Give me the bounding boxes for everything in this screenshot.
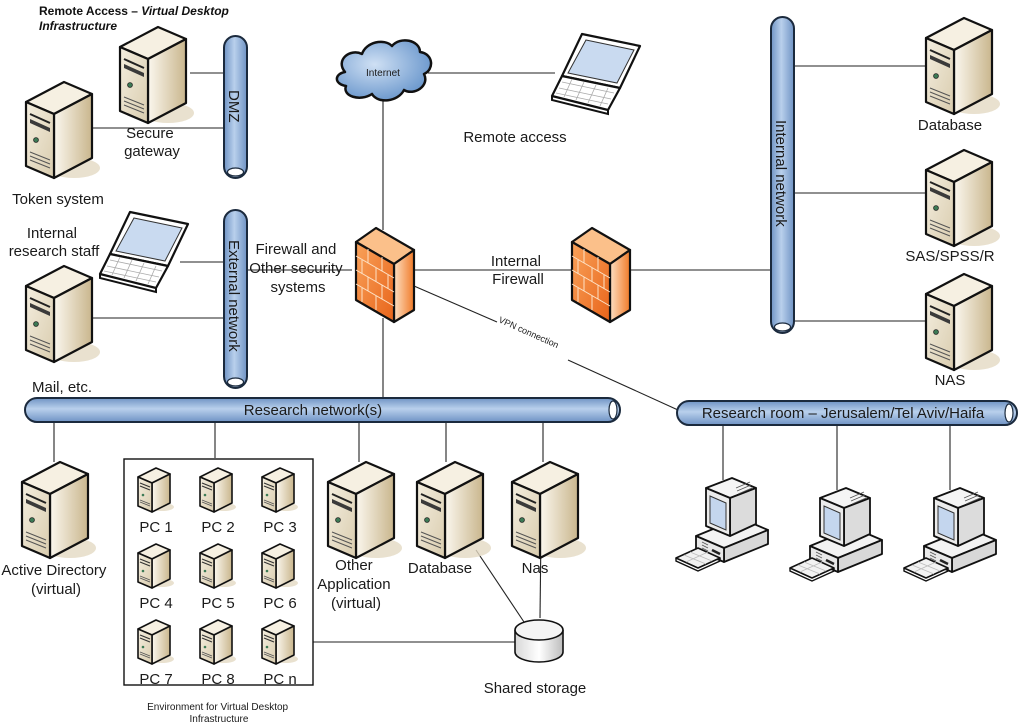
- vdi-pc-label: PC 3: [263, 519, 296, 536]
- internal-staff-line-1: Internal: [27, 225, 77, 242]
- research-room-pipe: Research room – Jerusalem/Tel Aviv/Haifa: [676, 400, 1018, 426]
- vdi-pc-label: PC 2: [201, 519, 234, 536]
- vdi-pc-icon: [137, 619, 175, 665]
- secure-gateway-line-1: Secure: [126, 125, 174, 142]
- title-part-2: Virtual Desktop: [141, 4, 229, 18]
- title-part-3: Infrastructure: [39, 19, 117, 33]
- other-application-label: Other Application (virtual): [317, 557, 395, 612]
- vdi-pc-label: PC 4: [139, 595, 172, 612]
- other-application-line-3: (virtual): [331, 595, 381, 612]
- internal-firewall-label: Internal Firewall: [491, 253, 545, 288]
- vdi-pc-grid: PC 1 PC 2 PC 3 PC 4 PC 5 PC 6 PC 7 PC 8 PC n: [137, 467, 299, 688]
- token-system-server-icon: [24, 80, 102, 180]
- mail-server-icon: [24, 264, 102, 364]
- external-network-pipe: External network: [223, 209, 248, 389]
- internal-staff-label: Internal research staff: [9, 225, 100, 260]
- link-vpn-b: [567, 359, 679, 411]
- token-system-label: Token system: [12, 191, 104, 208]
- vdi-pc-label: PC 8: [201, 671, 234, 688]
- firewall-main-label: Firewall and Other security systems: [249, 241, 347, 296]
- vdi-caption-line-1: Environment for Virtual Desktop: [147, 702, 288, 713]
- secure-gateway-label: Secure gateway: [124, 125, 180, 160]
- internal-network-label: Internal network: [772, 120, 789, 227]
- internal-network-pipe: Internal network: [770, 16, 795, 334]
- research-network-pipe: Research network(s): [24, 397, 621, 423]
- cloud-icon: [335, 39, 433, 102]
- research-network-label: Research network(s): [244, 402, 382, 419]
- research-database-server-icon: [415, 460, 493, 560]
- vdi-pc-icon: [199, 467, 237, 513]
- shared-storage-label: Shared storage: [484, 680, 587, 697]
- link-database-storage: [475, 549, 525, 623]
- dmz-label: DMZ: [225, 90, 242, 123]
- vdi-pc-icon: [199, 619, 237, 665]
- research-database-label: Database: [408, 560, 472, 577]
- dmz-pipe: DMZ: [223, 35, 248, 179]
- vdi-pc-label: PC n: [263, 671, 296, 688]
- firewall-main-line-1: Firewall and: [255, 241, 336, 258]
- internal-database-server-icon: [924, 16, 1002, 116]
- internal-firewall-line-2: Firewall: [492, 271, 544, 288]
- secure-gateway-line-2: gateway: [124, 143, 180, 160]
- mail-label: Mail, etc.: [32, 379, 92, 396]
- vdi-caption: Environment for Virtual Desktop Infrastr…: [147, 702, 291, 725]
- active-directory-line-2: (virtual): [31, 581, 81, 598]
- vdi-pc-label: PC 1: [139, 519, 172, 536]
- active-directory-label: Active Directory (virtual): [1, 562, 110, 598]
- vdi-pc-icon: [137, 543, 175, 589]
- other-application-line-1: Other: [335, 557, 373, 574]
- workstation-1-icon: [674, 476, 770, 573]
- diagram-title: Remote Access – Virtual Desktop: [39, 4, 229, 18]
- vpn-connection-label: VPN connection: [497, 315, 560, 350]
- workstation-2-icon: [788, 486, 884, 583]
- vdi-pc-icon: [261, 467, 299, 513]
- internal-firewall-icon: [570, 226, 632, 324]
- vdi-pc-icon: [261, 543, 299, 589]
- remote-laptop-icon: [550, 32, 642, 116]
- active-directory-server-icon: [20, 460, 98, 560]
- firewall-main-line-2: Other security: [249, 260, 343, 277]
- vdi-caption-line-2: Infrastructure: [190, 714, 249, 725]
- workstation-3-icon: [902, 486, 998, 583]
- remote-access-label: Remote access: [463, 129, 566, 146]
- vdi-pc-label: PC 6: [263, 595, 296, 612]
- internal-firewall-line-1: Internal: [491, 253, 541, 270]
- title-part-1: Remote Access –: [39, 4, 141, 18]
- firewall-main-line-3: systems: [270, 279, 325, 296]
- research-nas-label: Nas: [522, 560, 549, 577]
- active-directory-line-1: Active Directory: [1, 562, 107, 579]
- vdi-pc-label: PC 5: [201, 595, 234, 612]
- other-application-server-icon: [326, 460, 404, 560]
- vdi-pc-icon: [199, 543, 237, 589]
- internal-nas-server-icon: [924, 272, 1002, 372]
- research-room-label: Research room – Jerusalem/Tel Aviv/Haifa: [702, 405, 985, 422]
- research-nas-server-icon: [510, 460, 588, 560]
- staff-laptop-icon: [98, 210, 190, 294]
- vdi-pc-label: PC 7: [139, 671, 172, 688]
- internal-staff-line-2: research staff: [9, 243, 100, 260]
- link-vpn-a: [413, 285, 498, 323]
- vdi-pc-icon: [261, 619, 299, 665]
- external-network-label: External network: [225, 240, 242, 352]
- internet-label: Internet: [366, 68, 400, 79]
- sas-spss-r-server-icon: [924, 148, 1002, 248]
- sas-spss-r-label: SAS/SPSS/R: [905, 248, 994, 265]
- vdi-environment-box: [123, 458, 314, 686]
- shared-storage-icon: [514, 619, 564, 663]
- other-application-line-2: Application: [317, 576, 390, 593]
- internal-database-label: Database: [918, 117, 982, 134]
- connection-lines: [53, 65, 951, 643]
- firewall-main-icon: [354, 226, 416, 324]
- internal-nas-label: NAS: [935, 372, 966, 389]
- secure-gateway-server-icon: [118, 25, 196, 125]
- vdi-pc-icon: [137, 467, 175, 513]
- internet-cloud: Internet: [335, 39, 433, 102]
